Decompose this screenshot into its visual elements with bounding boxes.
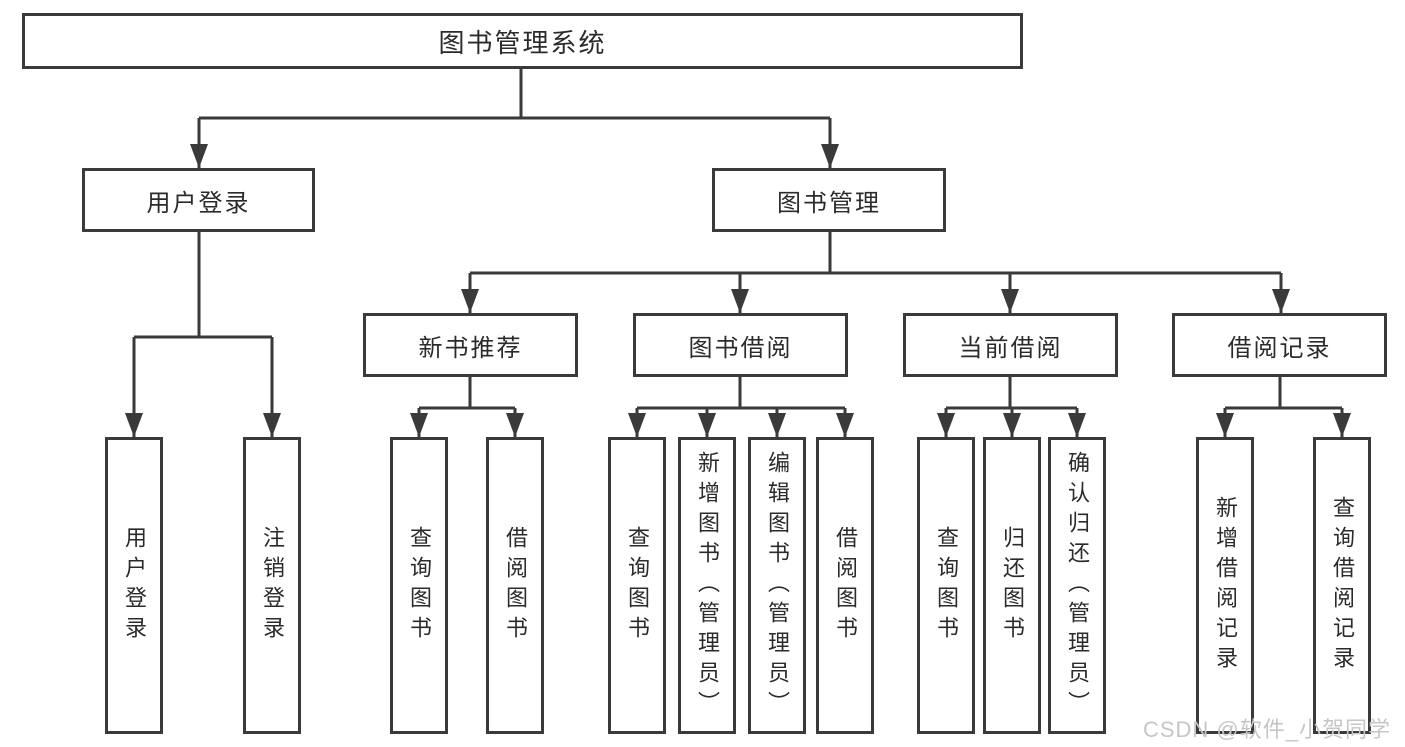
node-leaf-query-borrow-record-label: 查询借阅记录 <box>1330 495 1355 676</box>
node-leaf-query-books-recommend: 查询图书 <box>390 437 448 734</box>
node-leaf-user-login: 用户登录 <box>105 437 163 734</box>
node-leaf-query-books-current: 查询图书 <box>917 437 975 734</box>
node-leaf-return-books: 归还图书 <box>983 437 1041 734</box>
node-leaf-query-books-borrow-label: 查询图书 <box>625 525 650 646</box>
node-book-management-label: 图书管理 <box>777 189 881 217</box>
node-leaf-edit-books-admin: 编辑图书（管理员） <box>748 437 806 734</box>
node-leaf-logout-label: 注销登录 <box>260 525 285 646</box>
node-leaf-add-books-admin: 新增图书（管理员） <box>678 437 736 734</box>
node-root: 图书管理系统 <box>22 13 1023 69</box>
node-leaf-query-books-recommend-label: 查询图书 <box>407 525 432 646</box>
node-leaf-borrow-books-recommend: 借阅图书 <box>486 437 544 734</box>
node-leaf-confirm-return-admin: 确认归还（管理员） <box>1048 437 1106 734</box>
node-current-borrowing: 当前借阅 <box>903 313 1118 377</box>
node-new-book-recommend-label: 新书推荐 <box>418 334 523 362</box>
node-leaf-add-borrow-record-label: 新增借阅记录 <box>1213 495 1238 676</box>
node-root-label: 图书管理系统 <box>438 27 607 58</box>
node-book-management: 图书管理 <box>712 168 946 232</box>
node-new-book-recommend: 新书推荐 <box>363 313 578 377</box>
node-leaf-add-borrow-record: 新增借阅记录 <box>1196 437 1254 734</box>
node-leaf-borrow-books-recommend-label: 借阅图书 <box>503 525 528 646</box>
node-leaf-borrow-books-borrow-label: 借阅图书 <box>833 525 858 646</box>
node-leaf-query-borrow-record: 查询借阅记录 <box>1313 437 1371 734</box>
node-book-borrowing: 图书借阅 <box>633 313 848 377</box>
csdn-watermark: CSDN @软件_小贺同学 <box>1142 717 1391 742</box>
node-borrowing-records-label: 借阅记录 <box>1227 334 1332 362</box>
node-leaf-edit-books-admin-label: 编辑图书（管理员） <box>765 450 790 721</box>
node-leaf-user-login-label: 用户登录 <box>122 525 147 646</box>
node-leaf-logout: 注销登录 <box>243 437 301 734</box>
node-book-borrowing-label: 图书借阅 <box>688 334 793 362</box>
node-user-login-label: 用户登录 <box>146 189 251 217</box>
node-leaf-borrow-books-borrow: 借阅图书 <box>816 437 874 734</box>
node-leaf-query-books-borrow: 查询图书 <box>608 437 666 734</box>
node-borrowing-records: 借阅记录 <box>1172 313 1387 377</box>
node-leaf-query-books-current-label: 查询图书 <box>934 525 959 646</box>
node-leaf-return-books-label: 归还图书 <box>1000 525 1025 646</box>
node-leaf-confirm-return-admin-label: 确认归还（管理员） <box>1065 450 1090 721</box>
node-leaf-add-books-admin-label: 新增图书（管理员） <box>695 450 720 721</box>
node-current-borrowing-label: 当前借阅 <box>958 334 1063 362</box>
node-user-login: 用户登录 <box>82 168 315 232</box>
